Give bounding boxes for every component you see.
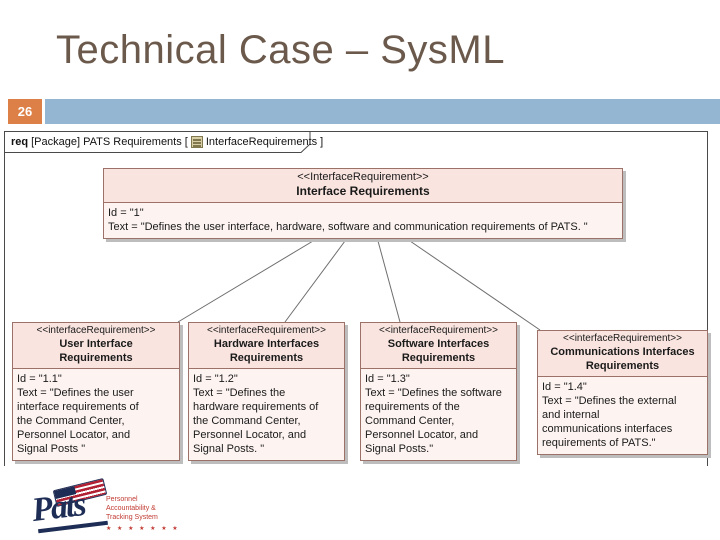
requirement-body: Id = "1" Text = "Defines the user interf… [108,207,588,233]
slide-number-badge: 26 [8,99,42,124]
requirement-name: Hardware Interfaces Requirements [213,338,320,364]
frame-keyword: req [11,136,29,148]
frame-package-label: [Package] PATS Requirements [ [31,136,188,148]
stereotype-label: <<InterfaceRequirement>> [297,171,429,183]
stereotype-label: <<interfaceRequirement>> [379,325,498,336]
requirement-name: User Interface Requirements [59,338,133,364]
requirement-box-interface: <<InterfaceRequirement>> Interface Requi… [103,168,623,239]
diagram-icon [190,136,203,148]
logo-stars: ★ ★ ★ ★ ★ ★ ★ [106,526,180,532]
stereotype-label: <<interfaceRequirement>> [207,325,326,336]
connector-line [377,240,401,323]
diagram-frame: req [Package] PATS Requirements [ Interf… [4,131,708,466]
frame-tab-label: req [Package] PATS Requirements [ Interf… [11,134,323,150]
stereotype-label: <<interfaceRequirement>> [563,333,682,344]
requirement-header: <<interfaceRequirement>> User Interface … [13,323,179,369]
requirement-header: <<interfaceRequirement>> Software Interf… [361,323,516,369]
connector-line [284,240,346,323]
stereotype-label: <<interfaceRequirement>> [36,325,156,336]
title-underline-bar [45,99,720,124]
frame-border [4,131,708,466]
containment-connectors [177,240,541,331]
requirement-box-communications-interfaces: <<interfaceRequirement>> Communications … [537,330,708,455]
requirement-box-hardware-interfaces: <<interfaceRequirement>> Hardware Interf… [188,322,345,461]
requirement-header: <<interfaceRequirement>> Communications … [538,331,707,377]
pats-logo: Pats Personnel Accountability & Tracking… [30,477,178,537]
requirement-body: Id = "1.2" Text = "Defines the hardware … [193,373,319,455]
frame-diagram-label: InterfaceRequirements ] [205,136,324,148]
requirement-body: Id = "1.3" Text = "Defines the software … [365,373,502,455]
requirement-name: Software Interfaces Requirements [387,338,490,364]
requirement-box-user-interface: <<interfaceRequirement>> User Interface … [12,322,180,461]
frame-tab-shape [4,131,311,153]
requirement-body: Id = "1.1" Text = "Defines the user inte… [17,373,139,455]
requirement-body: Id = "1.4" Text = "Defines the external … [542,381,677,449]
page-title: Technical Case – SysML [56,28,505,72]
requirement-name: Communications Interfaces Requirements [550,346,695,372]
connector-line [409,240,541,331]
requirement-name: Interface Requirements [296,184,430,198]
connector-line [177,240,314,323]
logo-tagline: Personnel Accountability & Tracking Syst… [106,496,158,522]
requirement-box-software-interfaces: <<interfaceRequirement>> Software Interf… [360,322,517,461]
requirement-header: <<interfaceRequirement>> Hardware Interf… [189,323,344,369]
requirement-header: <<InterfaceRequirement>> Interface Requi… [104,169,622,203]
